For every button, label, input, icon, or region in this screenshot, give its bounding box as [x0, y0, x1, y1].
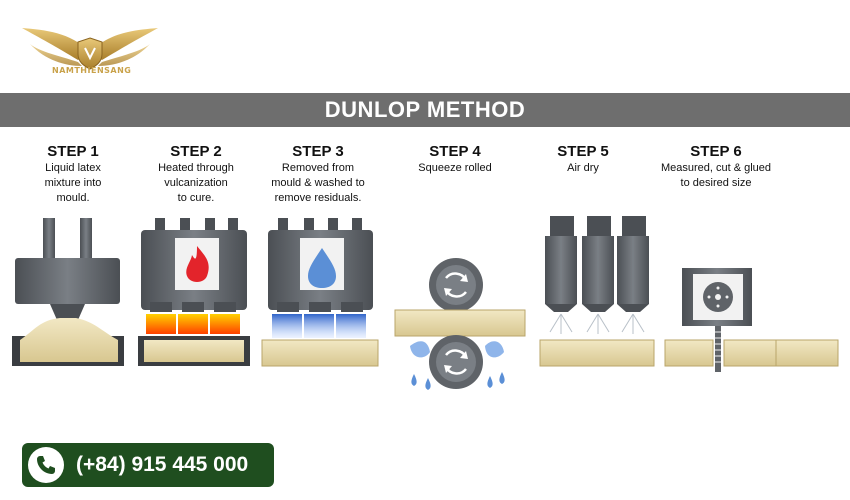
- step-6-desc: Measured, cut & glued to desired size: [660, 162, 772, 189]
- step-3-machine-icon: [261, 218, 379, 367]
- step-4-rollers-icon: [394, 258, 526, 390]
- step-6-title: STEP 6: [690, 143, 742, 160]
- phone-icon: [28, 447, 64, 483]
- step-2-title: STEP 2: [170, 143, 222, 160]
- phone-number: (+84) 915 445 000: [76, 453, 249, 476]
- step-3-desc: Removed from mould & washed to remove re…: [271, 162, 365, 204]
- brand-logo: [22, 28, 158, 70]
- step-5-dryer-icon: [539, 216, 655, 367]
- step-5-desc: Air dry: [567, 162, 599, 174]
- step-1-desc: Liquid latex mixture into mould.: [44, 162, 102, 204]
- step-1-title: STEP 1: [47, 143, 99, 160]
- page-title: DUNLOP METHOD: [324, 97, 526, 122]
- step-4-title: STEP 4: [429, 143, 481, 160]
- title-banner: DUNLOP METHOD: [0, 93, 850, 127]
- water-drop-icon: [308, 248, 336, 288]
- step-3-title: STEP 3: [292, 143, 344, 160]
- brand-name: NAMTHIENSANG: [52, 66, 132, 75]
- phone-contact[interactable]: (+84) 915 445 000: [22, 443, 274, 487]
- step-1-machine-icon: [12, 218, 124, 366]
- step-5-title: STEP 5: [557, 143, 609, 160]
- wings-icon: [22, 28, 158, 66]
- shield-icon: [77, 37, 103, 70]
- step-4-desc: Squeeze rolled: [418, 162, 492, 174]
- step-2-desc: Heated through vulcanization to cure.: [158, 162, 234, 204]
- step-2-machine-icon: [138, 218, 250, 366]
- flame-icon: [186, 246, 209, 282]
- step-6-cutter-icon: [664, 268, 839, 372]
